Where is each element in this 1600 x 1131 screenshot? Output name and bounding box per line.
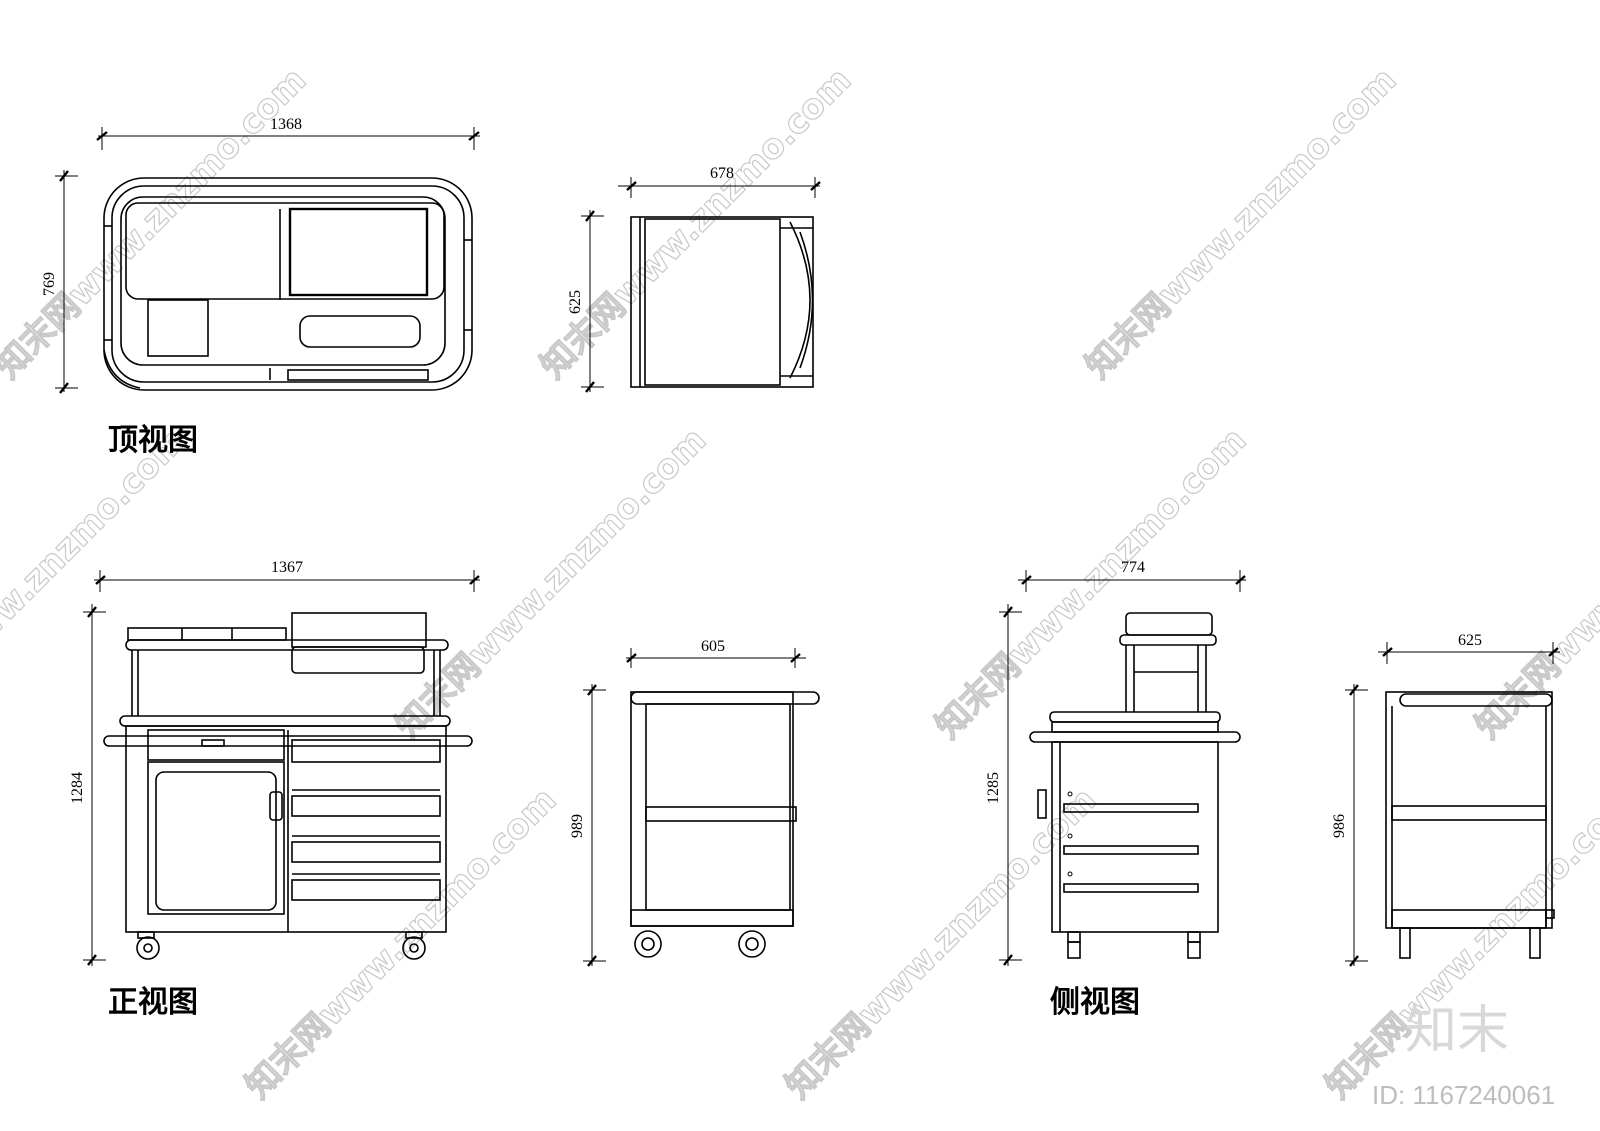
dimension-label: 1284 [69,772,86,804]
dimension-label: 1285 [985,772,1002,804]
dimension-label: 769 [41,272,58,296]
watermark-text: 知末网www.znzmo.com [388,420,714,746]
dimension-height: 625 [567,210,604,393]
dimension-label: 1368 [270,116,302,133]
dimension-width: 605 [626,638,806,668]
dimension-height: 1284 [69,604,106,966]
dimension-label: 625 [1458,632,1482,649]
dimension-height: 769 [41,170,78,394]
view-title: 顶视图 [108,423,198,458]
dimension-height: 1285 [985,604,1022,966]
dimension-width: 1368 [96,116,480,150]
dimension-label: 625 [567,290,584,314]
dimension-label: 678 [710,165,734,182]
front-view-side: 605 989 [569,638,820,967]
dimension-label: 1367 [271,559,303,576]
dimension-label: 989 [569,814,586,838]
watermark-brand: 知末 [1405,1001,1509,1061]
watermark-id: ID: 1167240061 [1372,1080,1555,1110]
dimension-width: 625 [1378,632,1560,664]
watermark-text: 知末网www.znzmo.com [238,780,564,1106]
watermark-text: 知末网www.znzmo.com [1078,60,1404,386]
front-view-main: 1367 1284 [69,559,480,966]
side-view-main: 774 1285 [985,559,1246,966]
dimension-label: 605 [701,638,725,655]
view-title: 侧视图 [1050,985,1140,1020]
dimension-width: 1367 [94,559,480,592]
watermark-text: 知末网www.znzmo.com [533,60,859,386]
dimension-height: 989 [569,684,606,967]
side-view-side: 625 986 [1331,632,1560,967]
watermark-text: 知末网www.znzmo.com [0,60,314,386]
dimension-width: 774 [1018,559,1246,592]
watermark-text: 知末网www.znzmo.com [778,780,1104,1106]
top-view-main: 1368 769 [41,116,480,394]
dimension-label: 774 [1121,559,1145,576]
dimension-label: 986 [1331,814,1348,838]
watermark-text: 知末网www.znzmo.com [1468,420,1600,746]
top-view-side: 678 625 [567,165,821,393]
dimension-height: 986 [1331,684,1368,967]
dimension-width: 678 [618,165,821,198]
view-title: 正视图 [108,985,198,1020]
